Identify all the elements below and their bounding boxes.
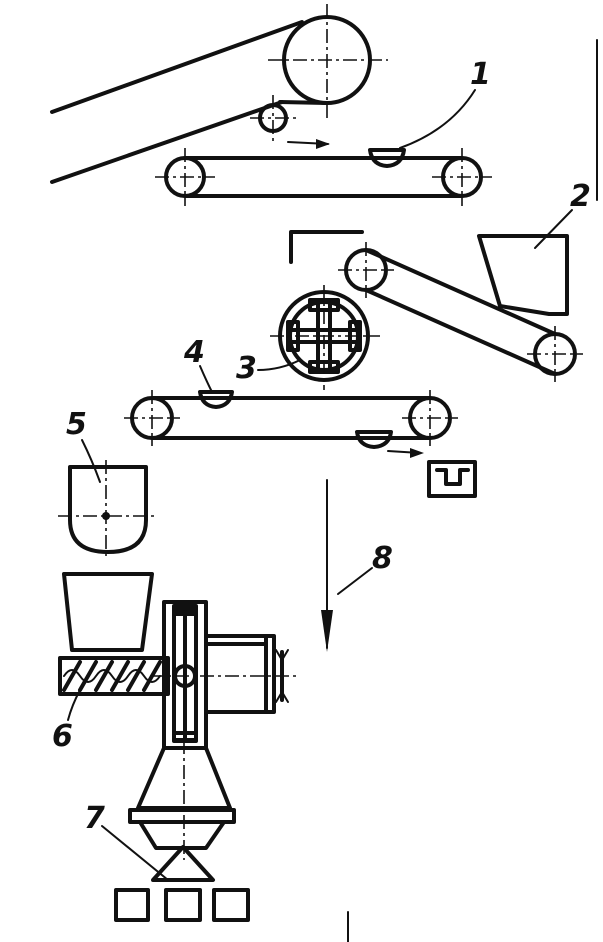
label-5: 5 [66,407,87,442]
cutting-drum-3 [270,285,380,390]
product-piece-returning [355,430,393,449]
label-8: 8 [372,541,393,576]
hopper-5 [58,460,158,560]
hopper-2 [477,234,569,316]
product-piece-1 [368,148,406,168]
inclined-conveyor-2 [338,242,583,382]
extruder-feed-hopper [62,572,154,652]
leader-lines [67,89,573,881]
product-piece-4 [198,390,234,409]
label-4: 4 [183,335,205,370]
label-1: 1 [470,57,491,92]
guard-bracket [289,230,364,264]
label-6: 6 [52,719,73,754]
label-3: 3 [236,351,257,386]
output-containers [114,888,250,922]
label-7: 7 [84,801,105,836]
flow-arrow-middle [387,448,424,458]
distributor-7 [151,845,215,882]
discharge-funnel [128,740,236,860]
flow-arrow-top [287,139,330,149]
inclined-feed-belt [50,4,388,184]
middle-conveyor [124,390,458,449]
direction-arrow-8 [321,479,373,652]
drive-motor [204,634,289,714]
small-idler-roller [250,95,296,142]
top-conveyor [155,148,492,206]
collection-tray [427,460,477,498]
label-2: 2 [570,179,591,214]
